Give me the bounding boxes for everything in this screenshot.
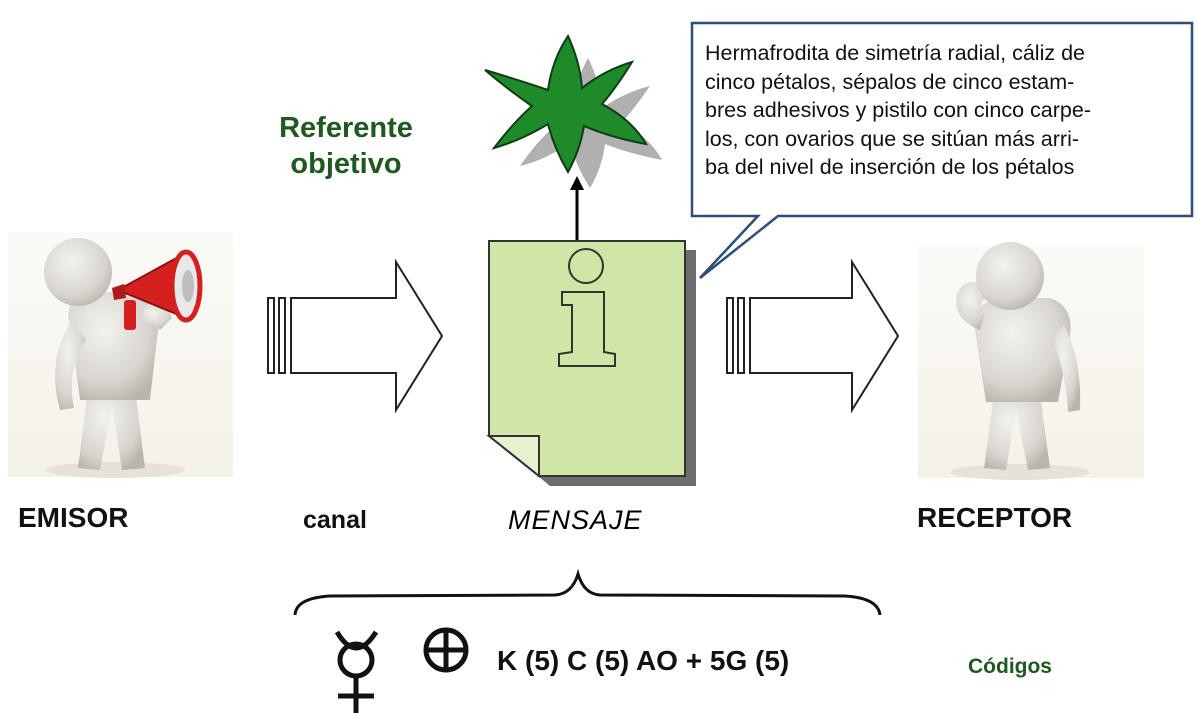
bubble-text: Hermafrodita de simetría radial, cáliz d… — [705, 39, 1189, 182]
receptor-figure-icon — [918, 242, 1144, 480]
canal-label: canal — [303, 506, 367, 534]
canal-arrow-left — [267, 258, 444, 414]
info-document-icon — [486, 240, 696, 486]
referente-line-2: objetivo — [290, 148, 402, 180]
bubble-line: cinco pétalos, sépalos de cinco estam- — [705, 69, 1075, 94]
bubble-line: ba del nivel de inserción de los pétalos — [705, 155, 1075, 179]
hermaphrodite-symbol-icon — [334, 630, 379, 713]
brace — [293, 568, 882, 616]
emisor-figure-icon — [8, 232, 233, 478]
codigos-label: Códigos — [968, 655, 1052, 678]
bubble-line: los, con ovarios que se sitúan más arri- — [705, 126, 1080, 151]
referente-arrow — [570, 176, 584, 240]
referente-label: Referente objetivo — [266, 110, 426, 182]
speech-bubble — [690, 21, 1194, 279]
referente-line-1: Referente — [279, 112, 413, 144]
bubble-line: Hermafrodita de simetría radial, cáliz d… — [705, 41, 1085, 65]
emisor-label: EMISOR — [18, 502, 129, 533]
canal-arrow-right — [726, 258, 900, 414]
flower-icon — [484, 33, 662, 188]
floral-formula: K (5) C (5) AO + 5G (5) — [497, 645, 790, 676]
receptor-label: RECEPTOR — [917, 502, 1073, 533]
bubble-line: bres adhesivos y pistilo con cinco carpe… — [705, 98, 1091, 122]
circled-plus-icon — [423, 627, 469, 673]
megaphone-icon — [112, 249, 203, 330]
mensaje-label: MENSAJE — [508, 505, 643, 535]
